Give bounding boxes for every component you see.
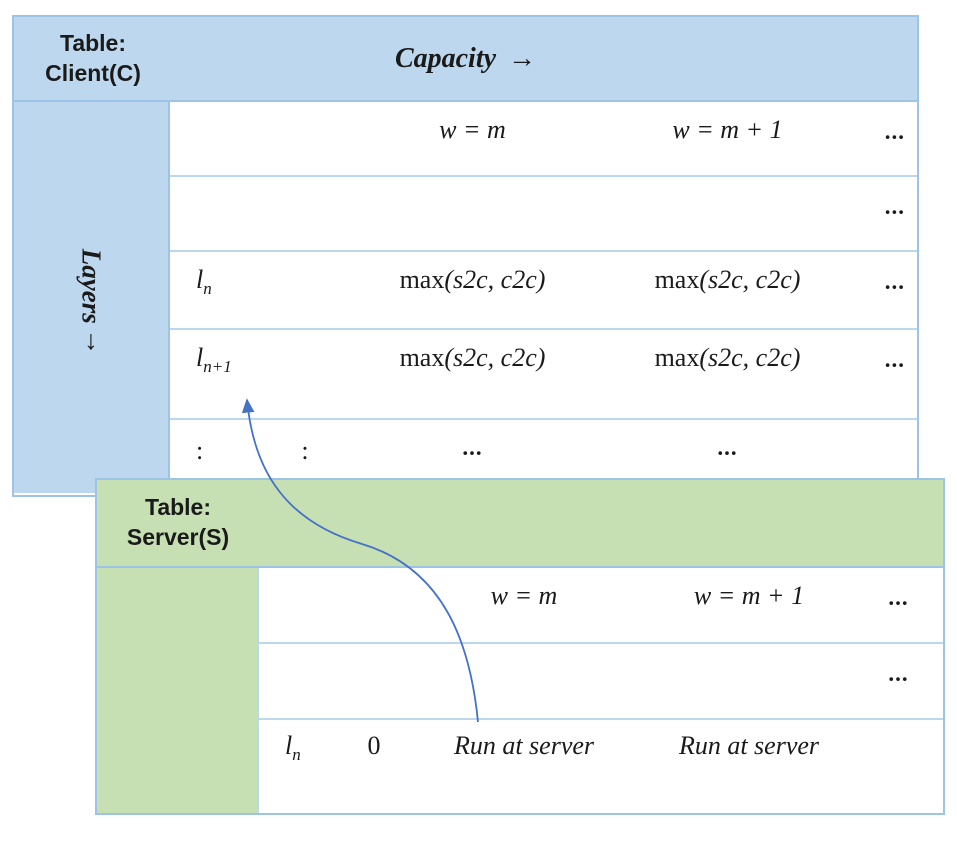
server-row-ln: ln 0 Run at server Run at server [259,720,943,813]
subscript-n-plus-1: n+1 [203,357,232,377]
server-table-title: Table: Server(S) [97,480,259,566]
client-title-line2: Client(C) [45,59,141,86]
client-cell-ln-w-m-plus-1: max(s2c, c2c) [654,265,801,294]
server-cell-ln-zero: 0 [367,731,381,760]
client-dp-table: Table: Client(C) Capacity → Layers↓ w = … [12,15,919,497]
right-arrow-icon: → [508,42,537,74]
client-cell-ln-w-m: max(s2c, c2c) [399,265,546,294]
client-cell-ln-ellipsis: ... [884,269,905,294]
subscript-n: n [203,279,212,299]
server-title-line1: Table: [144,494,212,521]
client-cell-ln-plus-1-ellipsis: ... [884,347,905,372]
server-col-header-ellipsis: ... [888,585,909,610]
server-row-empty: ... [259,644,943,720]
capacity-axis-text: Capacity [394,42,497,74]
subscript-n: n [292,745,301,765]
client-col-header-w-m-plus-1: w = m + 1 [672,115,783,144]
server-table-header-band: Table: Server(S) [97,480,943,568]
client-table-rows: w = m w = m + 1 ... ... ln max(s2c, c2c)… [170,102,917,493]
server-row-ln-label: ln [285,731,301,765]
client-row-ln-label: ln [196,265,212,299]
client-column-header-row: w = m w = m + 1 ... [170,102,917,177]
client-table-header-band: Table: Client(C) Capacity → [14,17,917,102]
server-cell-ln-w-m: Run at server [453,731,595,760]
server-dp-table: Table: Server(S) w = m w = m + 1 ... ... [95,478,945,815]
client-col-header-w-m: w = m [439,115,506,144]
server-cell-ln-w-m-plus-1: Run at server [678,731,820,760]
client-title-line1: Table: [59,29,127,56]
client-row-empty: ... [170,177,917,252]
layers-axis-label: Layers↓ [76,248,107,354]
down-arrow-icon: ↓ [84,324,98,355]
capacity-axis-label: Capacity → [14,17,917,100]
client-table-body: Layers↓ w = m w = m + 1 ... ... ln [14,102,917,493]
client-row-ln-plus-1: ln+1 max(s2c, c2c) max(s2c, c2c) ... [170,330,917,420]
server-column-header-row: w = m w = m + 1 ... [259,568,943,644]
client-row-empty-ellipsis: ... [884,194,905,219]
client-layers-column: Layers↓ [14,102,170,493]
client-table-title: Table: Client(C) [14,17,172,100]
server-col-header-w-m: w = m [490,581,558,610]
server-col-header-w-m-plus-1: w = m + 1 [693,581,805,610]
client-cell-ln-plus-1-w-m: max(s2c, c2c) [399,343,546,372]
client-row-ln: ln max(s2c, c2c) max(s2c, c2c) ... [170,252,917,330]
server-table-rows: w = m w = m + 1 ... ... ln 0 Run at serv… [259,568,943,813]
client-vdots-ellipsis-2: ... [717,435,738,460]
server-row-empty-ellipsis: ... [888,661,909,686]
server-title-line2: Server(S) [126,524,230,550]
client-row-ln-plus-1-label: ln+1 [196,343,232,377]
layers-axis-text: Layers [76,248,107,324]
server-left-column [97,568,259,813]
client-col-header-ellipsis: ... [884,119,905,144]
client-vdots-1: : [196,436,204,465]
client-cell-ln-plus-1-w-m-plus-1: max(s2c, c2c) [654,343,801,372]
server-table-body: w = m w = m + 1 ... ... ln 0 Run at serv… [97,568,943,813]
